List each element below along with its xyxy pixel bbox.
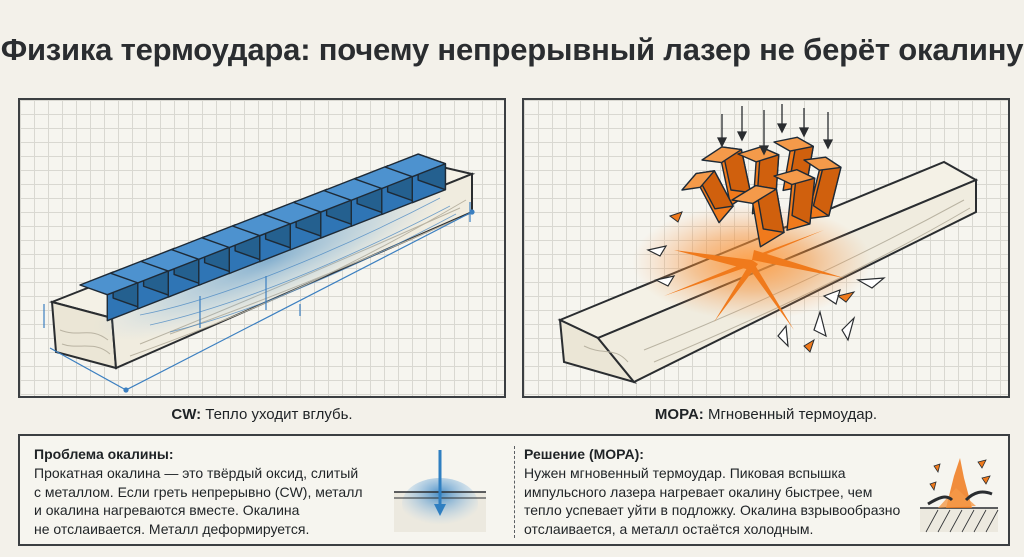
explanation-box: Проблема окалины: Прокатная окалина — эт…: [18, 434, 1010, 546]
problem-line: с металлом. Если греть непрерывно (CW), …: [34, 483, 363, 500]
scale-block: [384, 153, 447, 204]
block-top-face: [681, 170, 716, 191]
problem-line: Прокатная окалина — это твёрдый оксид, с…: [34, 465, 359, 481]
solution-section: Решение (MOPA): Нужен мгновенный термоуд…: [524, 446, 904, 538]
scale-block: [701, 146, 752, 207]
mopa-spall-icon: [920, 458, 999, 533]
block-top-face: [731, 184, 778, 205]
cw-caption-text: Тепло уходит вглубь.: [201, 406, 353, 423]
problem-heading: Проблема окалины:: [34, 446, 174, 462]
block-top-face: [773, 169, 816, 186]
hot-shards: [668, 211, 856, 353]
exploding-scale-blocks: [681, 136, 842, 248]
scale-block: [681, 170, 734, 224]
cw-heat-penetration-icon: [394, 450, 486, 532]
mopa-caption-text: Мгновенный термоудар.: [703, 406, 878, 423]
section-divider: [514, 446, 515, 538]
block-top-face: [701, 146, 743, 164]
problem-line: и окалина нагреваются вместе. Окалина: [34, 502, 300, 518]
laser-pulse-arrows: [716, 104, 834, 156]
mopa-caption-label: MOPA:: [654, 406, 704, 423]
solution-line: отслаивается, а металл остаётся холодным…: [524, 520, 814, 537]
scale-block: [731, 184, 785, 248]
mopa-illustration-panel: [522, 98, 1010, 398]
block-top-face: [384, 153, 447, 178]
scale-shards: [646, 245, 886, 348]
mopa-diagram: [557, 104, 979, 384]
heat-flow-lines: [139, 197, 457, 333]
burst-rays: [664, 230, 844, 330]
page-title: Физика термоудара: почему непрерывный ла…: [0, 32, 1024, 67]
solution-line: Нужен мгновенный термоудар. Пиковая вспы…: [524, 465, 846, 481]
cw-diagram: [43, 153, 476, 393]
block-top-face: [773, 136, 814, 152]
scale-block: [773, 169, 816, 231]
cw-caption-label: CW:: [171, 406, 202, 423]
cw-scale-blocks: [79, 153, 447, 322]
solution-heading: Решение (MOPA):: [524, 446, 644, 462]
block-top-face: [737, 146, 780, 163]
cw-illustration-panel: [18, 98, 506, 398]
block-top-face: [803, 156, 842, 171]
solution-line: тепло успевает уйти в подложку. Окалина …: [524, 502, 901, 518]
problem-section: Проблема окалины: Прокатная окалина — эт…: [34, 446, 394, 538]
dimension-lines: [43, 202, 475, 393]
solution-line: импульсного лазера нагревает окалину быс…: [524, 483, 873, 500]
mopa-caption: MOPA: Мгновенный термоудар.: [522, 406, 1010, 423]
scale-block: [201, 224, 264, 275]
problem-line: не отслаивается. Металл деформируется.: [34, 520, 310, 537]
cw-caption: CW: Тепло уходит вглубь.: [18, 406, 506, 423]
